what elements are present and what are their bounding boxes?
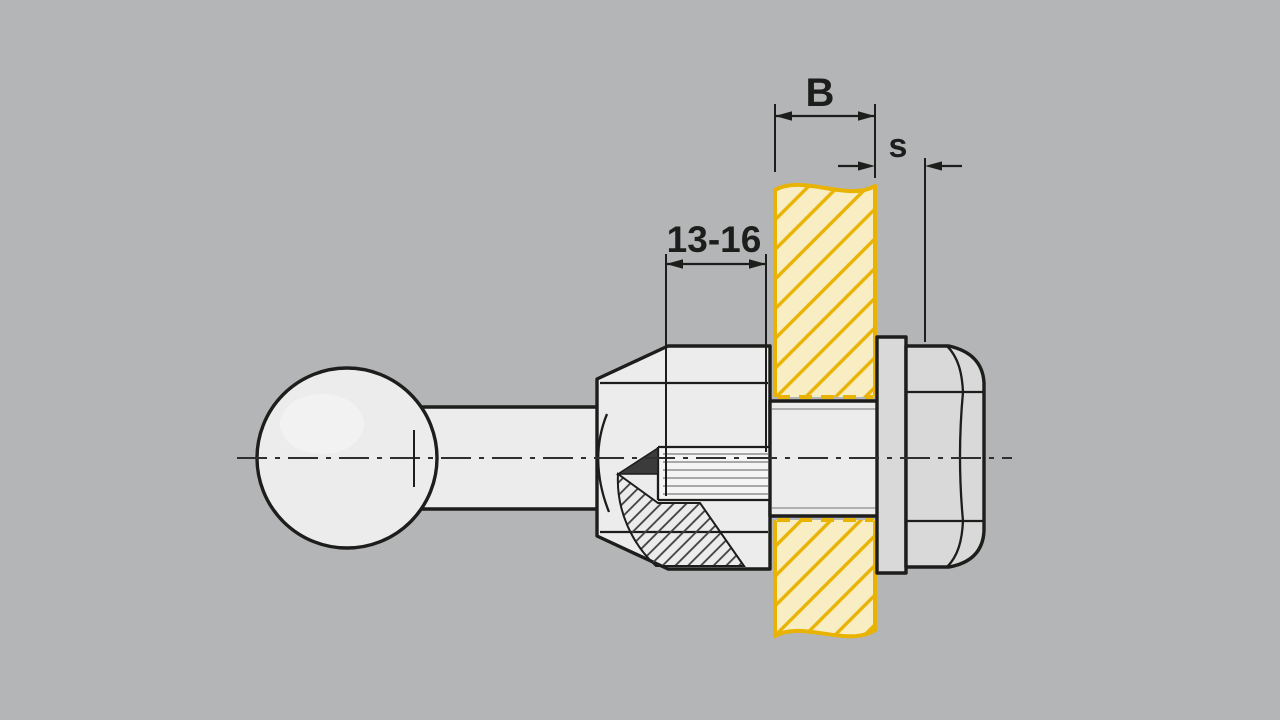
dimension-clamp-range: s <box>838 127 962 342</box>
dim-b-label: B <box>806 71 835 115</box>
dim-thread-label: 13-16 <box>667 219 762 260</box>
dim-s-arrow-left <box>858 161 875 171</box>
nut-face-curve <box>958 391 965 522</box>
hex-nut-body <box>904 344 986 569</box>
ball-highlight <box>280 394 364 454</box>
mounting-panel-upper <box>773 182 877 399</box>
dim-b-arrow-left <box>775 111 792 121</box>
dimension-thread-length: 13-16 <box>665 219 767 496</box>
dimension-panel-thickness: B <box>774 71 876 178</box>
panel-lower-break-line <box>773 628 877 639</box>
dim-thread-arrow-left <box>666 259 683 269</box>
dim-b-arrow-right <box>858 111 875 121</box>
mounting-panel-lower <box>773 518 877 639</box>
panel-upper-hatch <box>775 184 875 397</box>
collar-section-hatch <box>616 472 746 567</box>
dim-thread-arrow-right <box>749 259 766 269</box>
nut-chamfer-bottom <box>946 520 965 568</box>
dim-s-label: s <box>889 127 908 165</box>
collar-cone-arc <box>597 413 611 513</box>
hex-nut <box>904 344 986 569</box>
washer <box>875 335 908 575</box>
panel-upper-break-line <box>773 182 877 194</box>
panel-lower-hatch <box>775 520 875 637</box>
collet-slit <box>615 446 659 475</box>
thread-bore <box>656 445 770 502</box>
dim-s-arrow-right <box>925 161 942 171</box>
thread-bore-fill <box>658 447 770 500</box>
nut-chamfer-top <box>946 345 965 393</box>
